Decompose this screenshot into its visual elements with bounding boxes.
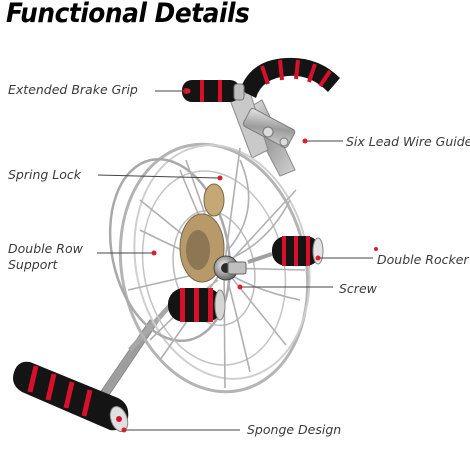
hub: [213, 255, 247, 281]
callout-lines: [97, 90, 373, 431]
inner-gears: [179, 183, 225, 283]
label-double-row-support: Double Row Support: [8, 241, 83, 272]
label-double-rocker: Double Rocker: [377, 252, 469, 267]
double-rocker: [247, 236, 324, 266]
label-spring-lock: Spring Lock: [8, 167, 82, 182]
label-sponge-design: Sponge Design: [247, 422, 342, 437]
sponge-handle: [13, 361, 129, 433]
callout-dots: [121, 88, 378, 433]
frame-stem: [94, 298, 177, 405]
label-extended-brake-grip: Extended Brake Grip: [8, 82, 138, 97]
reel-knob: [168, 288, 226, 322]
label-six-lead-wire-guide: Six Lead Wire Guide: [346, 134, 470, 149]
label-screw: Screw: [339, 281, 377, 296]
frame-upper: [229, 91, 296, 177]
brake-grip: [182, 57, 340, 102]
page-title: Functional Details: [6, 0, 250, 29]
